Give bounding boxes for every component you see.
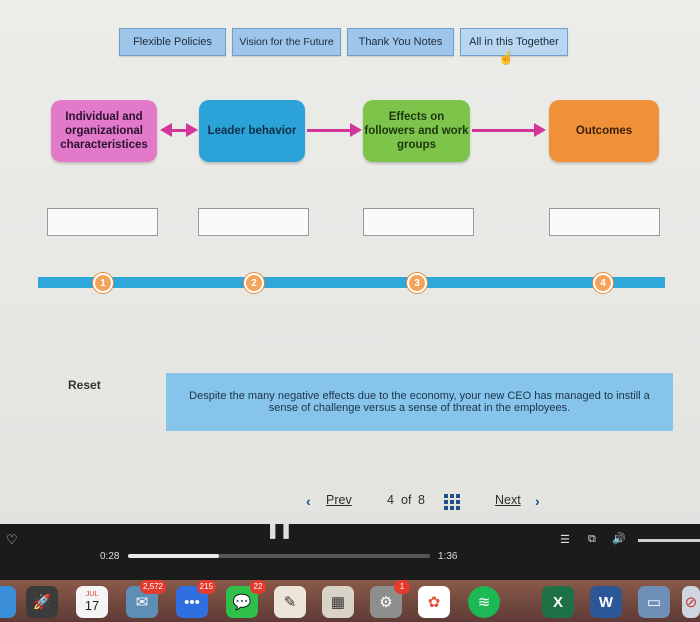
- word-icon[interactable]: W: [590, 586, 622, 618]
- launchpad-rocket-icon[interactable]: 🚀: [26, 586, 58, 618]
- video-control-bar: ♡ ❚❚ 0:28 1:36 ☰ ⧉ 🔊: [0, 522, 700, 582]
- calendar-day: 17: [84, 598, 100, 613]
- excel-icon[interactable]: X: [542, 586, 574, 618]
- option-thank-you-notes[interactable]: Thank You Notes: [347, 28, 454, 56]
- drop-target-2[interactable]: [198, 208, 309, 236]
- messages-badge: 22: [250, 580, 266, 594]
- timeline-bar: [38, 277, 665, 288]
- timeline-node-1[interactable]: 1: [93, 273, 113, 293]
- system-preferences-gear-icon[interactable]: ⚙ 1: [370, 580, 410, 618]
- next-link[interactable]: Next: [495, 493, 521, 507]
- elapsed-time: 0:28: [100, 551, 120, 562]
- heart-icon[interactable]: ♡: [6, 532, 18, 547]
- no-entry-icon[interactable]: ⊘: [682, 586, 700, 618]
- option-flexible-policies[interactable]: Flexible Policies: [119, 28, 226, 56]
- volume-icon[interactable]: 🔊: [612, 533, 626, 545]
- photo-booth-icon[interactable]: ▦: [322, 586, 354, 618]
- messages-icon[interactable]: 💬 22: [226, 580, 266, 618]
- captions-icon[interactable]: ☰: [560, 534, 570, 546]
- mail-icon[interactable]: ✉ 2,572: [126, 580, 166, 618]
- siri-icon[interactable]: [0, 586, 16, 618]
- notes-icon[interactable]: ✎: [274, 586, 306, 618]
- calendar-icon[interactable]: JUL 17: [76, 586, 108, 618]
- feedback-message: Despite the many negative effects due to…: [166, 373, 673, 431]
- drop-target-3[interactable]: [363, 208, 474, 236]
- process-box-leader-behavior: Leader behavior: [199, 100, 305, 162]
- settings-badge: 1: [394, 580, 410, 594]
- timeline-node-4[interactable]: 4: [593, 273, 613, 293]
- reset-button[interactable]: Reset: [68, 378, 101, 392]
- grid-icon[interactable]: [444, 494, 460, 510]
- drop-target-1[interactable]: [47, 208, 158, 236]
- prev-link[interactable]: Prev: [326, 493, 352, 507]
- screen: Flexible Policies Vision for the Future …: [0, 0, 700, 535]
- podcasts-badge: 215: [196, 580, 216, 594]
- preview-icon[interactable]: ▭: [638, 586, 670, 618]
- drop-target-4[interactable]: [549, 208, 660, 236]
- pause-icon[interactable]: ❚❚: [266, 522, 293, 539]
- calendar-month: JUL: [85, 591, 99, 598]
- scrub-progress: [128, 554, 219, 558]
- chevron-right-icon[interactable]: ›: [535, 493, 540, 509]
- process-box-effects-on-followers: Effects on followers and work groups: [363, 100, 470, 162]
- page-total: 8: [418, 493, 425, 507]
- scrub-bar[interactable]: [128, 554, 430, 558]
- mail-badge: 2,572: [139, 580, 166, 594]
- dock: 🚀 JUL 17 ✉ 2,572 ••• 215 💬 22 ✎ ▦ ⚙ 1 ✿ …: [0, 580, 700, 622]
- photos-icon[interactable]: ✿: [418, 586, 450, 618]
- podcasts-icon[interactable]: ••• 215: [176, 580, 216, 618]
- pip-icon[interactable]: ⧉: [588, 533, 596, 545]
- timeline-node-3[interactable]: 3: [407, 273, 427, 293]
- hand-cursor-icon: ☝: [498, 50, 515, 65]
- option-vision-for-the-future[interactable]: Vision for the Future: [232, 28, 341, 56]
- spotify-icon[interactable]: ≋: [468, 586, 500, 618]
- process-box-outcomes: Outcomes: [549, 100, 659, 162]
- option-all-in-this-together[interactable]: All in this Together: [460, 28, 568, 56]
- remaining-time: 1:36: [438, 551, 458, 562]
- process-box-individual-characteristics: Individual and organizational characteri…: [51, 100, 157, 162]
- chevron-left-icon[interactable]: ‹: [306, 493, 311, 509]
- timeline-node-2[interactable]: 2: [244, 273, 264, 293]
- volume-slider[interactable]: [638, 539, 700, 542]
- page-current: 4: [387, 493, 394, 507]
- page-of-label: of: [401, 493, 412, 507]
